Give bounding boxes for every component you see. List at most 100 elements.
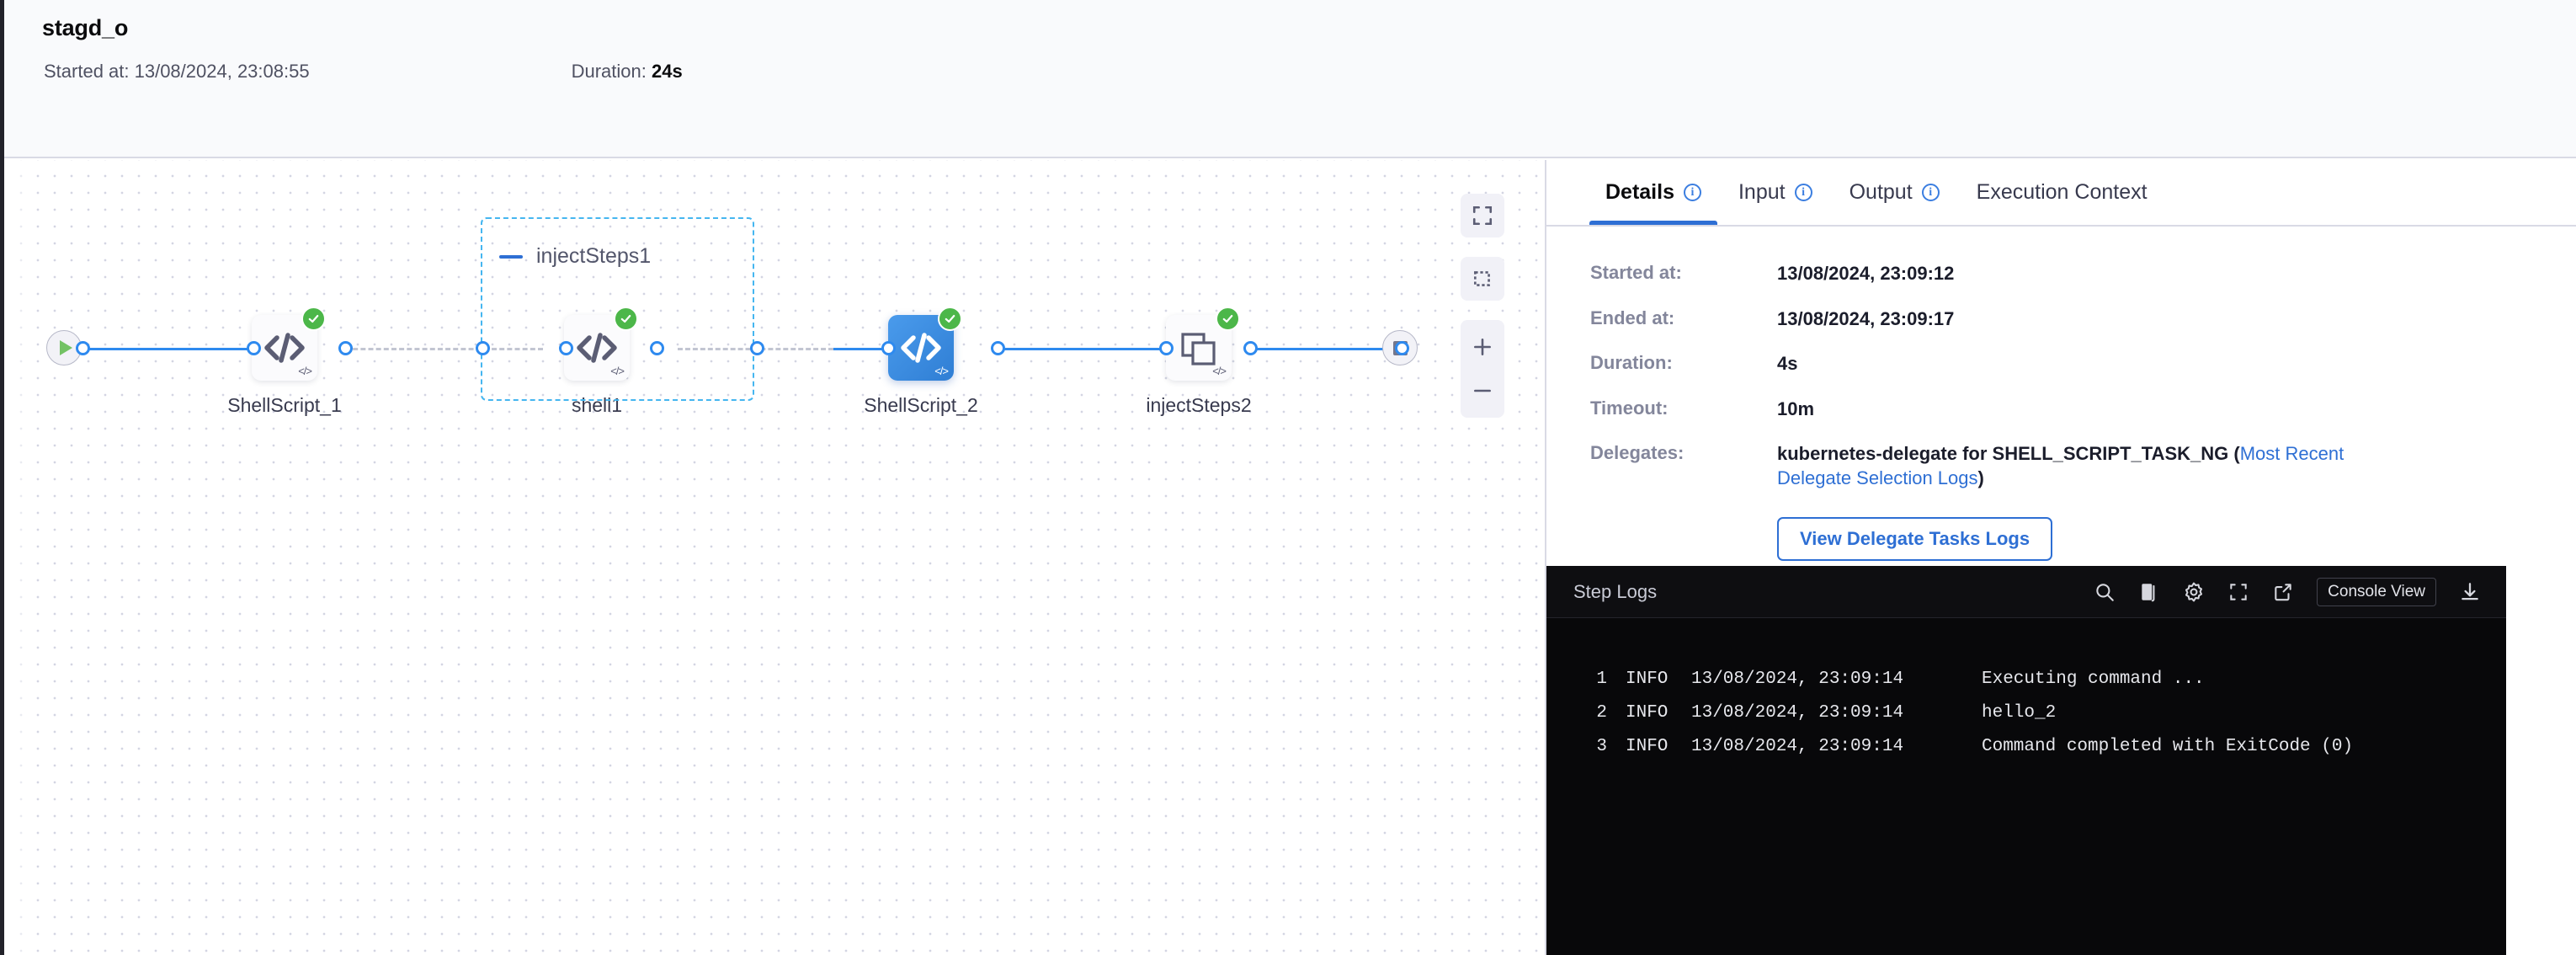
log-line-number: 2 bbox=[1596, 702, 1607, 723]
info-icon[interactable]: i bbox=[1683, 184, 1701, 201]
code-marker-icon: </> bbox=[934, 365, 949, 377]
detail-key: Started at: bbox=[1590, 262, 1682, 283]
log-message: Executing command ... bbox=[1982, 669, 2205, 689]
node-injectsteps2[interactable]: </> bbox=[1166, 307, 1240, 381]
log-level: INFO bbox=[1626, 669, 1669, 689]
pipeline-canvas[interactable]: injectSteps1 bbox=[4, 160, 1545, 955]
check-icon bbox=[945, 314, 955, 323]
detail-row-started-at: Started at: 13/08/2024, 23:09:12 bbox=[1546, 262, 2576, 286]
detail-row-delegates: Delegates: kubernetes-delegate for SHELL… bbox=[1546, 442, 2576, 490]
port-shellscript1-out bbox=[338, 341, 353, 355]
zoom-out-button[interactable] bbox=[1461, 369, 1504, 413]
tab-details-label: Details bbox=[1605, 180, 1674, 204]
duration-value: 24s bbox=[651, 61, 683, 82]
node-shellscript-2[interactable]: </> bbox=[888, 307, 962, 381]
info-icon[interactable]: i bbox=[1794, 184, 1812, 201]
left-nav-rail bbox=[0, 0, 4, 955]
page-title: stagd_o bbox=[42, 15, 129, 40]
port-shellscript1-in bbox=[247, 341, 261, 355]
detail-key: Delegates: bbox=[1590, 442, 1685, 464]
shell-script-icon bbox=[577, 333, 617, 363]
log-timestamp: 13/08/2024, 23:09:14 bbox=[1691, 736, 1904, 756]
detail-key: Ended at: bbox=[1590, 307, 1675, 328]
node-shell1[interactable]: </> bbox=[564, 307, 638, 381]
log-timestamp: 13/08/2024, 23:09:14 bbox=[1691, 669, 1904, 689]
step-group-injectSteps1[interactable] bbox=[481, 217, 754, 401]
step-logs-header: Step Logs bbox=[1546, 566, 2506, 618]
check-icon bbox=[620, 314, 631, 323]
zoom-in-icon bbox=[1474, 339, 1491, 355]
check-icon bbox=[1222, 314, 1233, 323]
log-message: hello_2 bbox=[1982, 702, 2057, 723]
duration-label: Duration: 24s bbox=[572, 61, 683, 83]
log-message: Command completed with ExitCode (0) bbox=[1982, 736, 2354, 756]
tab-execution-context[interactable]: Execution Context bbox=[1958, 160, 2166, 225]
log-line: 1 INFO 13/08/2024, 23:09:14 Executing co… bbox=[1546, 662, 2506, 696]
search-icon[interactable] bbox=[2094, 581, 2116, 603]
code-marker-icon: </> bbox=[298, 365, 312, 377]
fullscreen-icon[interactable] bbox=[2227, 581, 2249, 603]
zoom-out-icon bbox=[1474, 389, 1491, 392]
node-label-shellscript-1: ShellScript_1 bbox=[227, 394, 342, 416]
detail-row-ended-at: Ended at: 13/08/2024, 23:09:17 bbox=[1546, 307, 2576, 332]
selection-box-icon bbox=[1474, 271, 1490, 286]
log-level: INFO bbox=[1626, 702, 1669, 723]
edge-shellscript2-to-injectsteps2 bbox=[998, 348, 1166, 350]
delegate-selection-logs-link[interactable]: Most Recent Delegate Selection Logs bbox=[1777, 443, 2344, 488]
port-shell1-out bbox=[650, 341, 664, 355]
step-group-icon bbox=[1181, 333, 1216, 365]
step-logs-toolbar: Console View bbox=[2094, 577, 2481, 606]
zoom-in-button[interactable] bbox=[1461, 325, 1504, 369]
log-output[interactable]: 1 INFO 13/08/2024, 23:09:14 Executing co… bbox=[1546, 618, 2506, 763]
fit-to-screen-icon bbox=[1472, 205, 1493, 226]
gear-icon[interactable] bbox=[2183, 581, 2205, 603]
console-view-button[interactable]: Console View bbox=[2317, 577, 2436, 606]
edge-start-to-shellscript1 bbox=[82, 348, 254, 350]
step-group-header[interactable]: injectSteps1 bbox=[499, 244, 651, 269]
copy-icon[interactable] bbox=[2138, 581, 2160, 603]
fit-to-screen-button[interactable] bbox=[1461, 194, 1504, 237]
collapse-icon[interactable] bbox=[499, 254, 523, 259]
port-group-out bbox=[750, 341, 764, 355]
port-injectsteps2-in bbox=[1159, 341, 1174, 355]
info-icon[interactable]: i bbox=[1921, 184, 1940, 201]
port-group-in bbox=[476, 341, 490, 355]
node-shellscript-1[interactable]: </> bbox=[252, 307, 326, 381]
shell-script-icon bbox=[264, 333, 305, 363]
execution-meta: Started at: 13/08/2024, 23:08:55 Duratio… bbox=[44, 61, 683, 83]
delegate-text-close: ) bbox=[1977, 467, 1984, 488]
status-badge bbox=[938, 307, 962, 331]
port-shell1-in bbox=[559, 341, 573, 355]
check-icon bbox=[308, 314, 319, 323]
detail-value: 10m bbox=[1777, 397, 1815, 419]
log-line: 2 INFO 13/08/2024, 23:09:14 hello_2 bbox=[1546, 696, 2506, 729]
started-at-label: Started at: 13/08/2024, 23:08:55 bbox=[44, 61, 310, 82]
node-label-injectsteps2: injectSteps2 bbox=[1146, 394, 1252, 416]
port-shellscript2-in bbox=[881, 341, 896, 355]
box-select-button[interactable] bbox=[1461, 257, 1504, 301]
tab-execution-context-label: Execution Context bbox=[1976, 180, 2148, 204]
delegate-text: kubernetes-delegate for SHELL_SCRIPT_TAS… bbox=[1777, 443, 2240, 465]
step-logs-panel: Step Logs bbox=[1546, 566, 2506, 955]
status-badge bbox=[614, 307, 638, 331]
edge-injectsteps2-to-end bbox=[1250, 348, 1402, 350]
status-badge bbox=[301, 307, 326, 331]
download-icon[interactable] bbox=[2459, 581, 2481, 603]
canvas-controls bbox=[1461, 194, 1504, 418]
detail-value: 4s bbox=[1777, 353, 1798, 375]
node-label-shell1: shell1 bbox=[571, 394, 623, 416]
detail-row-timeout: Timeout: 10m bbox=[1546, 397, 2576, 422]
panel-tabs: Details i Input i Output i Execution Con… bbox=[1546, 160, 2576, 227]
tab-input[interactable]: Input i bbox=[1720, 160, 1831, 225]
log-level: INFO bbox=[1626, 736, 1669, 756]
port-injectsteps2-out bbox=[1243, 341, 1258, 355]
detail-value: kubernetes-delegate for SHELL_SCRIPT_TAS… bbox=[1777, 442, 2417, 490]
log-line-number: 3 bbox=[1596, 736, 1607, 756]
tab-details[interactable]: Details i bbox=[1587, 160, 1720, 225]
view-delegate-tasks-logs-button[interactable]: View Delegate Tasks Logs bbox=[1777, 516, 2053, 561]
step-logs-title: Step Logs bbox=[1573, 580, 1658, 602]
edge-entry-shellscript2 bbox=[833, 348, 888, 350]
detail-value: 13/08/2024, 23:09:17 bbox=[1777, 307, 1955, 329]
tab-output[interactable]: Output i bbox=[1831, 160, 1958, 225]
external-link-icon[interactable] bbox=[2272, 581, 2294, 603]
